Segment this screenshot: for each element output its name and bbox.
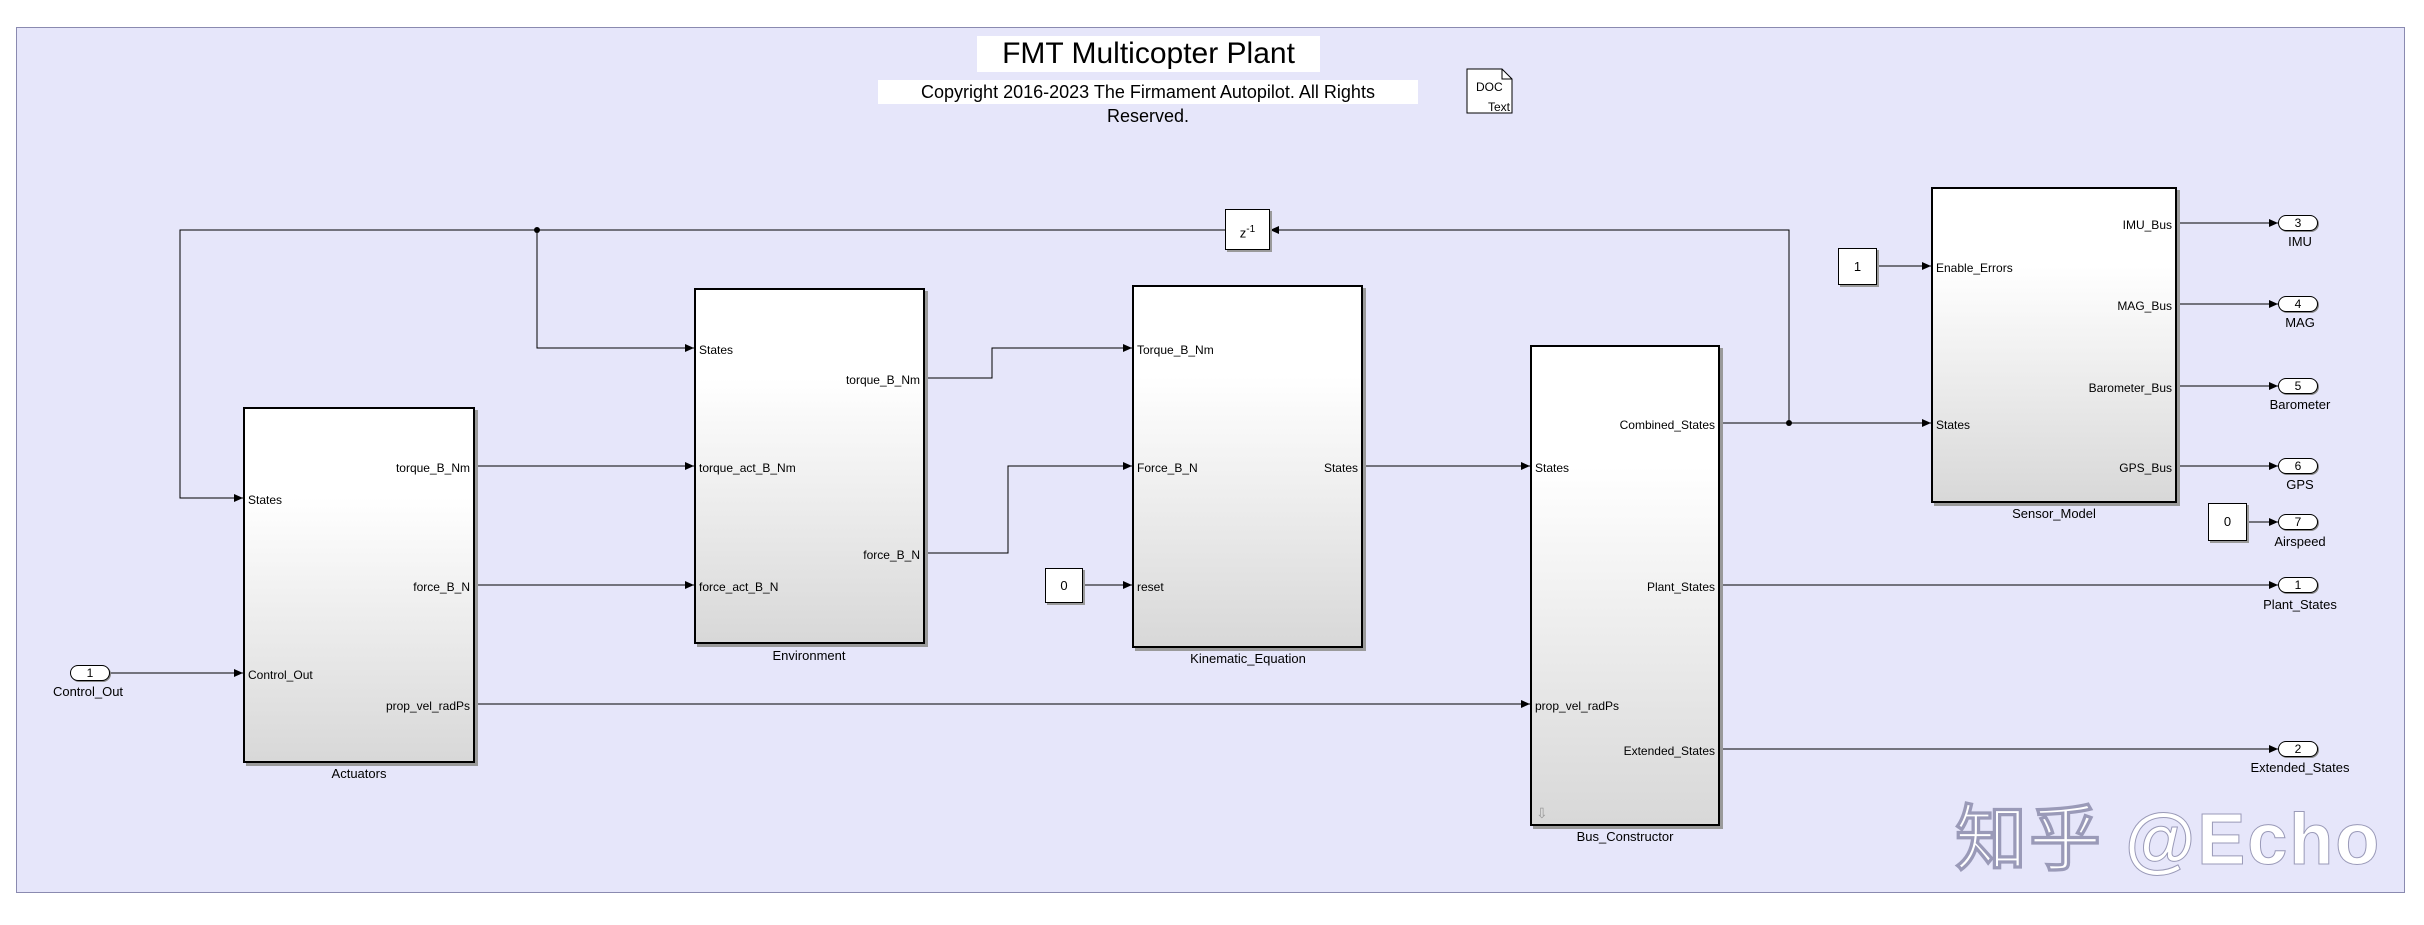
port-label: Torque_B_Nm (1137, 343, 1214, 357)
outport-name: MAG (2285, 315, 2315, 330)
port-label: States (1323, 461, 1358, 475)
block-name: Sensor_Model (2012, 506, 2096, 521)
outport-name: GPS (2286, 477, 2314, 492)
port-label: Barometer_Bus (2088, 381, 2172, 395)
port-label: Control_Out (248, 668, 313, 682)
outport-mag[interactable]: 4 (2278, 296, 2318, 312)
outport-name: Barometer (2269, 397, 2331, 412)
port-label: torque_act_B_Nm (699, 461, 796, 475)
wire-combined-to-delay (1270, 226, 1790, 423)
port-label: Combined_States (1619, 418, 1715, 432)
down-arrow-icon: ⇩ (1536, 805, 1548, 821)
outport-name: Extended_States (2250, 760, 2350, 775)
outport-airspeed[interactable]: 7 (2278, 514, 2318, 530)
junction-dot (1786, 420, 1792, 426)
model-title: FMT Multicopter Plant (977, 36, 1320, 72)
inport-control-out[interactable]: 1 (70, 665, 110, 681)
outport-barometer[interactable]: 5 (2278, 378, 2318, 394)
outport-imu[interactable]: 3 (2278, 215, 2318, 231)
outport-name: IMU (2288, 234, 2312, 249)
outport-name: Airspeed (2274, 534, 2326, 549)
wire-env-torque (925, 344, 1132, 379)
port-label: MAG_Bus (2117, 299, 2172, 313)
wire-delay-out (179, 229, 1225, 502)
port-label: Force_B_N (1137, 461, 1198, 475)
port-label: States (1936, 418, 1971, 432)
port-label: IMU_Bus (2122, 218, 2172, 232)
inport-name: Control_Out (52, 684, 124, 699)
outport-plant-states[interactable]: 1 (2278, 577, 2318, 593)
port-label: torque_B_Nm (395, 461, 470, 475)
doc-label: DOC (1476, 80, 1503, 94)
port-label: States (699, 343, 734, 357)
port-label: Extended_States (1623, 744, 1715, 758)
port-label: torque_B_Nm (845, 373, 920, 387)
sensor-model-block[interactable]: Enable_Errors States IMU_Bus MAG_Bus Bar… (1931, 187, 2177, 503)
watermark: 知乎 @Echo (1954, 800, 2382, 881)
wire-env-force (925, 462, 1132, 554)
delay-label: z (1239, 225, 1247, 241)
port-label: Plant_States (1646, 580, 1715, 594)
actuators-block[interactable]: States Control_Out torque_B_Nm force_B_N… (243, 407, 475, 763)
port-label: Enable_Errors (1936, 261, 2013, 275)
port-label: prop_vel_radPs (385, 699, 470, 713)
port-label: force_B_N (413, 580, 470, 594)
constant-block-reset[interactable]: 0 (1045, 568, 1083, 603)
kinematic-equation-block[interactable]: Torque_B_Nm Force_B_N reset States (1132, 285, 1363, 648)
outport-name: Plant_States (2263, 597, 2337, 612)
constant-block-airspeed[interactable]: 0 (2208, 503, 2247, 541)
environment-block[interactable]: States torque_act_B_Nm force_act_B_N tor… (694, 288, 925, 644)
block-name: Environment (772, 648, 846, 663)
block-name: Kinematic_Equation (1190, 651, 1306, 666)
doc-block[interactable]: DOC Text (1466, 68, 1514, 114)
unit-delay-block[interactable]: z-1 (1225, 209, 1270, 250)
port-label: GPS_Bus (2119, 461, 2172, 475)
doc-sublabel: Text (1488, 100, 1511, 114)
wire-delay-to-env-states (536, 230, 694, 352)
outport-gps[interactable]: 6 (2278, 458, 2318, 474)
junction-dot (534, 227, 540, 233)
copyright-note: Copyright 2016-2023 The Firmament Autopi… (878, 80, 1418, 126)
delay-exponent: -1 (1246, 224, 1256, 235)
port-label: States (1535, 461, 1570, 475)
bus-constructor-block[interactable]: States prop_vel_radPs Combined_States Pl… (1530, 345, 1720, 826)
doc-icon (1466, 68, 1513, 114)
port-label: reset (1137, 580, 1164, 594)
constant-block-enable-errors[interactable]: 1 (1838, 248, 1877, 285)
port-label: prop_vel_radPs (1535, 699, 1620, 713)
port-label: States (248, 493, 283, 507)
outport-extended-states[interactable]: 2 (2278, 741, 2318, 757)
block-name: Actuators (331, 766, 387, 781)
port-label: force_act_B_N (699, 580, 779, 594)
port-label: force_B_N (863, 548, 920, 562)
block-name: Bus_Constructor (1576, 829, 1674, 844)
